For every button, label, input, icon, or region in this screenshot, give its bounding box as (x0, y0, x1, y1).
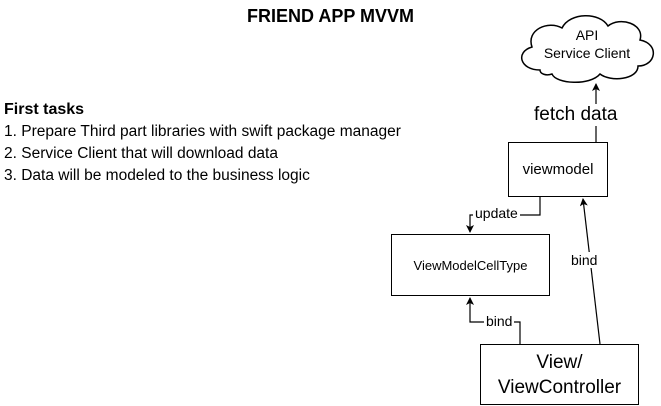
bind-label-bottom: bind (484, 313, 515, 329)
service-client-label: Service Client (543, 45, 631, 61)
bind-edge-right (579, 198, 601, 345)
notes-heading: First tasks (4, 101, 85, 118)
bind-label-right: bind (569, 252, 600, 268)
api-label: API (575, 27, 599, 43)
view-label: View/ (536, 351, 583, 373)
view-controller-label: ViewController (497, 376, 622, 398)
diagram-title: FRIEND APP MVVM (246, 6, 415, 26)
viewmodel-node: viewmodel (508, 142, 608, 197)
view-model-cell-type-node: ViewModelCellType (391, 234, 550, 296)
notes-block: First tasks 1. Prepare Third part librar… (4, 99, 401, 187)
view-controller-node: View/ ViewController (480, 344, 639, 405)
api-service-client-node: API Service Client (523, 26, 651, 62)
cell-type-label: ViewModelCellType (413, 257, 528, 273)
fetch-data-label: fetch data (531, 104, 621, 126)
notes-item-2: 2. Service Client that will download dat… (4, 145, 278, 162)
api-cloud-shape (521, 15, 654, 83)
viewmodel-label: viewmodel (522, 161, 594, 178)
update-label: update (473, 205, 520, 221)
notes-item-3: 3. Data will be modeled to the business … (4, 167, 310, 184)
notes-item-1: 1. Prepare Third part libraries with swi… (4, 123, 401, 140)
